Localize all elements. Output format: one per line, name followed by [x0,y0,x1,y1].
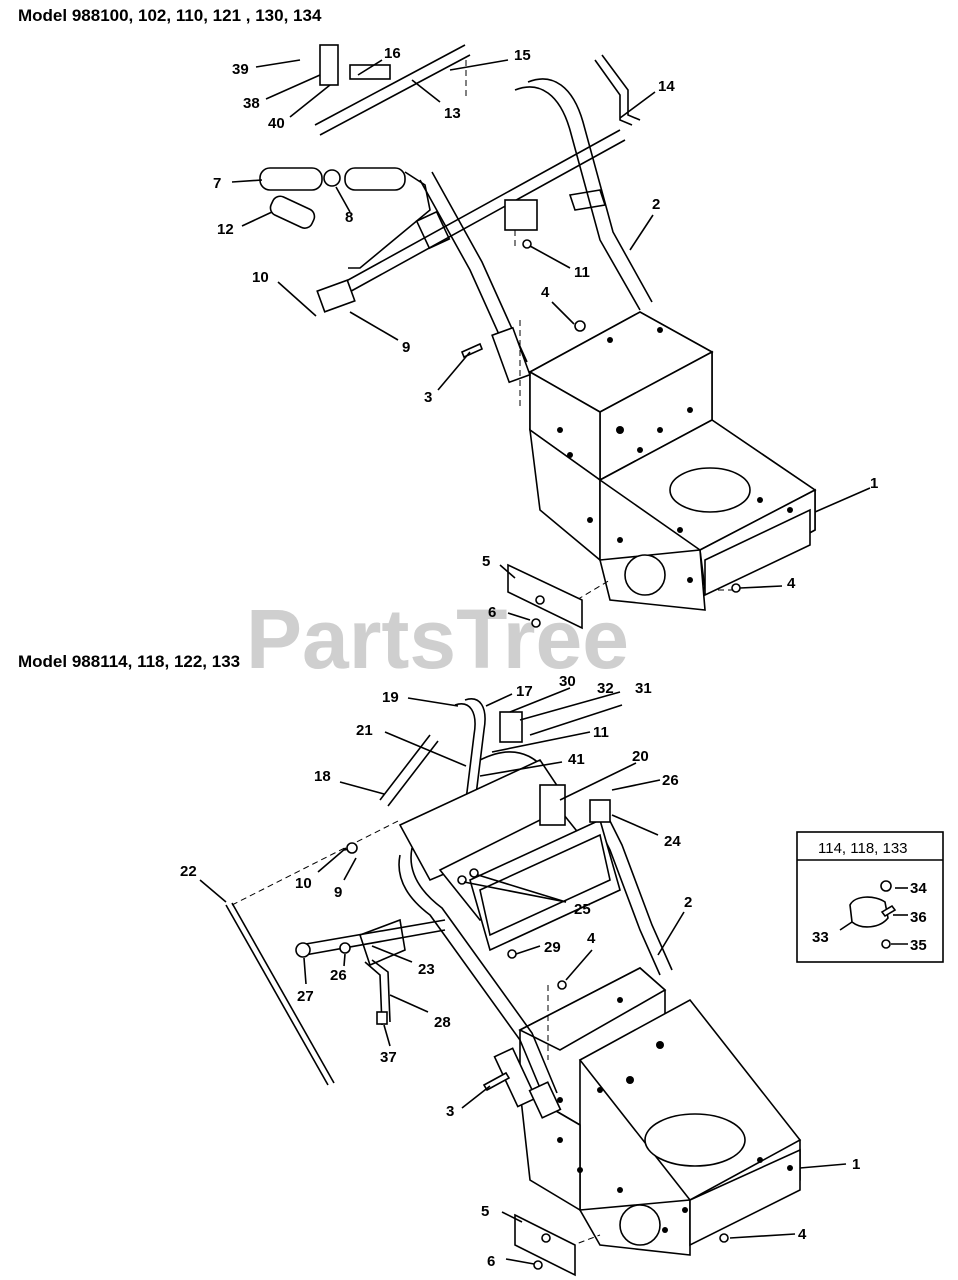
callout-10: 10 [252,269,269,286]
callouts-bottom: 19 17 30 32 31 21 11 41 18 20 26 24 22 1… [180,673,860,1270]
callout-23: 23 [418,961,435,978]
callout-6b: 6 [487,1253,495,1270]
callout-6: 6 [488,604,496,621]
callout-31: 31 [635,680,652,697]
lower-bracket-assembly [295,918,446,1026]
mount-plate-bottom [514,1213,576,1277]
inset-box: 114, 118, 133 34 33 36 35 [796,831,944,963]
callout-40: 40 [268,115,285,132]
callout-1b: 1 [852,1156,860,1173]
callout-4c: 4 [587,930,596,947]
callout-33: 33 [812,929,829,946]
callout-27: 27 [297,988,314,1005]
callout-9b: 9 [334,884,342,901]
callout-29: 29 [544,939,561,956]
callouts-top: 39 38 40 16 15 13 14 7 8 12 2 11 10 9 4 … [213,45,878,621]
callout-11: 11 [574,264,590,281]
callout-11b: 11 [593,724,609,741]
callout-25: 25 [574,901,591,918]
section-heading-bottom: Model 988114, 118, 122, 133 [18,652,241,671]
callout-12: 12 [217,221,234,238]
callout-28: 28 [434,1014,451,1031]
callout-19: 19 [382,689,399,706]
callout-13: 13 [444,105,461,122]
callout-2: 2 [652,196,660,213]
inset-title: 114, 118, 133 [818,840,908,857]
callout-9: 9 [402,339,410,356]
callout-3b: 3 [446,1103,454,1120]
callout-39: 39 [232,61,249,78]
callout-7: 7 [213,175,221,192]
callout-4d: 4 [798,1226,807,1243]
frame-housing-bottom [518,967,802,1256]
callout-1: 1 [870,475,878,492]
callout-16: 16 [384,45,401,62]
bottom-assembly: 19 17 30 32 31 21 11 41 18 20 26 24 22 1… [180,673,860,1277]
callout-5b: 5 [481,1203,489,1220]
callout-18: 18 [314,768,331,785]
cable-rod [225,904,329,1086]
callout-14: 14 [658,78,675,95]
callout-41: 41 [568,751,585,768]
callout-4b: 4 [787,575,796,592]
callout-15: 15 [514,47,531,64]
section-heading-top: Model 988100, 102, 110, 121 , 130, 134 [18,6,322,25]
callout-24: 24 [664,833,681,850]
callout-32: 32 [597,680,614,697]
callout-26: 26 [662,772,679,789]
callout-37: 37 [380,1049,397,1066]
callout-4: 4 [541,284,550,301]
top-assembly: 39 38 40 16 15 13 14 7 8 12 2 11 10 9 4 … [213,44,878,630]
leaders-bottom [199,687,847,1265]
callout-10b: 10 [295,875,312,892]
callout-20: 20 [632,748,649,765]
cross-rod-top [259,44,641,313]
callout-30: 30 [559,673,576,690]
callout-38: 38 [243,95,260,112]
callout-36: 36 [910,909,927,926]
frame-housing-top [528,311,817,611]
callout-26b: 26 [330,967,347,984]
callout-2b: 2 [684,894,692,911]
callout-35: 35 [910,937,927,954]
control-plate-bottom [398,711,621,952]
callout-5: 5 [482,553,490,570]
mount-plate-top [507,563,583,630]
callout-22: 22 [180,863,197,880]
callout-8: 8 [345,209,353,226]
callout-21: 21 [356,722,373,739]
leaders-top [231,59,871,621]
handle-bar-top [415,78,653,384]
callout-34: 34 [910,880,927,897]
callout-3: 3 [424,389,432,406]
callout-17: 17 [516,683,533,700]
